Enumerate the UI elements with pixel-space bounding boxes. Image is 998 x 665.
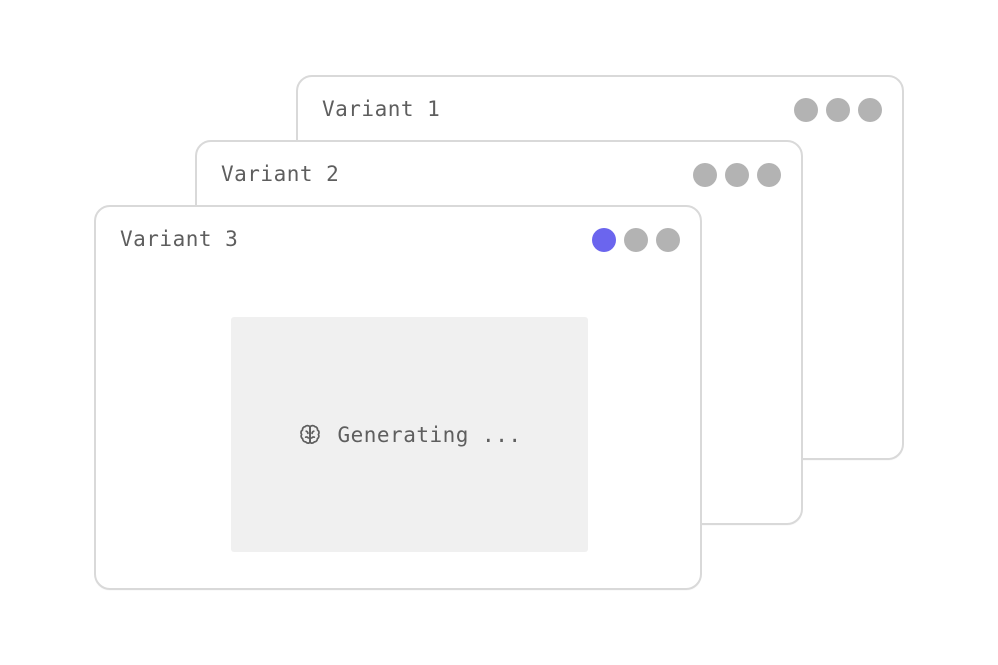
window-control-dot[interactable] (826, 98, 850, 122)
window-controls (693, 163, 781, 187)
window-control-dot[interactable] (858, 98, 882, 122)
brain-icon (297, 422, 323, 448)
window-title: Variant 1 (322, 97, 441, 121)
window-controls (592, 228, 680, 252)
window-control-dot-active[interactable] (592, 228, 616, 252)
window-controls (794, 98, 882, 122)
window-control-dot[interactable] (757, 163, 781, 187)
generating-placeholder: Generating ... (231, 317, 588, 552)
generating-status-text: Generating ... (337, 422, 522, 447)
window-title: Variant 3 (120, 227, 239, 251)
variant-window-3[interactable]: Variant 3 Generating ... (94, 205, 702, 590)
window-control-dot[interactable] (656, 228, 680, 252)
window-control-dot[interactable] (725, 163, 749, 187)
window-control-dot[interactable] (794, 98, 818, 122)
window-title: Variant 2 (221, 162, 340, 186)
window-control-dot[interactable] (693, 163, 717, 187)
window-control-dot[interactable] (624, 228, 648, 252)
